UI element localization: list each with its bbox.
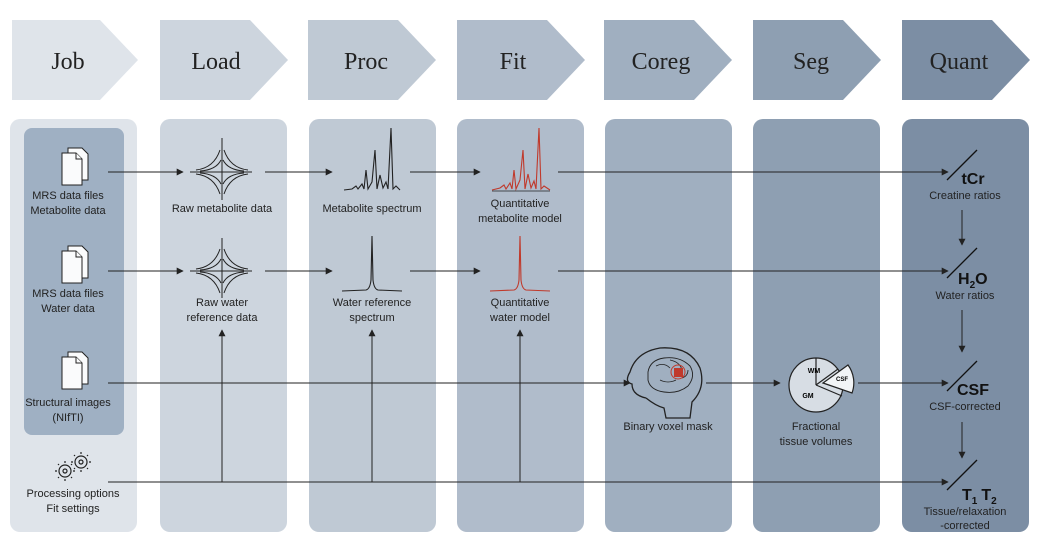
quant-csf-label: CSF-corrected xyxy=(929,401,1001,413)
chevron-coreg xyxy=(604,20,732,100)
stage-label-quant: Quant xyxy=(930,49,989,75)
metabolite-spectrum-plot xyxy=(343,127,401,191)
panel-fit xyxy=(457,119,584,532)
panel-proc xyxy=(309,119,436,532)
panel-quant xyxy=(902,119,1029,532)
panel-coreg xyxy=(605,119,732,532)
fit-metabolite-label-1: Quantitative xyxy=(491,198,550,210)
job-options-label-2: Fit settings xyxy=(46,503,100,515)
chevron-seg xyxy=(753,20,881,100)
coreg-mask-label: Binary voxel mask xyxy=(623,421,713,433)
seg-gm-label: GM xyxy=(802,393,813,400)
tissue-pie-chart xyxy=(788,357,855,413)
document-icon xyxy=(61,351,89,390)
head-brain-icon xyxy=(626,347,703,419)
fit-water-label-2: water model xyxy=(489,312,550,324)
job-structural-label-1: Structural images xyxy=(25,397,111,409)
quant-h2o: H2O xyxy=(958,271,988,291)
stage-panels xyxy=(10,119,1029,532)
proc-water-label-1: Water reference xyxy=(333,297,411,309)
quant-slashes xyxy=(946,149,978,491)
stage-label-load: Load xyxy=(191,49,240,75)
job-options-label-1: Processing options xyxy=(27,488,120,500)
water-model-plot xyxy=(489,235,551,292)
chevron-fit xyxy=(457,20,585,100)
panel-seg xyxy=(753,119,880,532)
job-water-label-2: Water data xyxy=(41,303,95,315)
stage-label-fit: Fit xyxy=(500,49,527,75)
raw-water-plot xyxy=(190,238,252,298)
proc-metabolite-label: Metabolite spectrum xyxy=(322,203,421,215)
chevron-load xyxy=(160,20,288,100)
seg-wm-label: WM xyxy=(808,368,821,375)
load-raw-water-label-1: Raw water xyxy=(196,297,248,309)
fit-water-label-1: Quantitative xyxy=(491,297,550,309)
quant-tcr-label: Creatine ratios xyxy=(929,190,1001,202)
job-metabolite-label-2: Metabolite data xyxy=(30,205,106,217)
voxel-marker xyxy=(674,368,683,377)
chevron-job xyxy=(12,20,138,100)
quant-h2o-label: Water ratios xyxy=(936,290,995,302)
proc-water-label-2: spectrum xyxy=(349,312,394,324)
job-metabolite-label-1: MRS data files xyxy=(32,190,104,202)
stage-label-seg: Seg xyxy=(793,49,829,75)
stage-chevrons: Job Load Proc Fit Coreg Seg Quant xyxy=(12,20,1030,100)
water-spectrum-plot xyxy=(341,235,403,292)
seg-volumes-label-2: tissue volumes xyxy=(780,436,853,448)
load-raw-metabolite-label: Raw metabolite data xyxy=(172,203,273,215)
job-water-label-1: MRS data files xyxy=(32,288,104,300)
document-icon xyxy=(61,245,89,284)
raw-metabolite-plot xyxy=(190,138,252,200)
quant-tcr: tCr xyxy=(961,171,984,188)
seg-volumes-label-1: Fractional xyxy=(792,421,840,433)
metabolite-model-plot xyxy=(491,127,551,192)
panel-load xyxy=(160,119,287,532)
chevron-quant xyxy=(902,20,1030,100)
quant-tissue-label-2: -corrected xyxy=(940,520,990,532)
seg-csf-label: CSF xyxy=(836,377,848,383)
gears-icon xyxy=(55,452,91,481)
document-icon xyxy=(61,147,89,186)
chevron-proc xyxy=(308,20,436,100)
quant-csf: CSF xyxy=(957,382,989,399)
stage-label-coreg: Coreg xyxy=(632,49,691,75)
job-structural-label-2: (NIfTI) xyxy=(52,412,83,424)
quant-tissue-label-1: Tissue/relaxation xyxy=(924,506,1007,518)
load-raw-water-label-2: reference data xyxy=(187,312,259,324)
stage-label-proc: Proc xyxy=(344,49,388,75)
fit-metabolite-label-2: metabolite model xyxy=(478,213,562,225)
flow-arrows xyxy=(108,168,966,486)
stage-label-job: Job xyxy=(51,49,84,75)
